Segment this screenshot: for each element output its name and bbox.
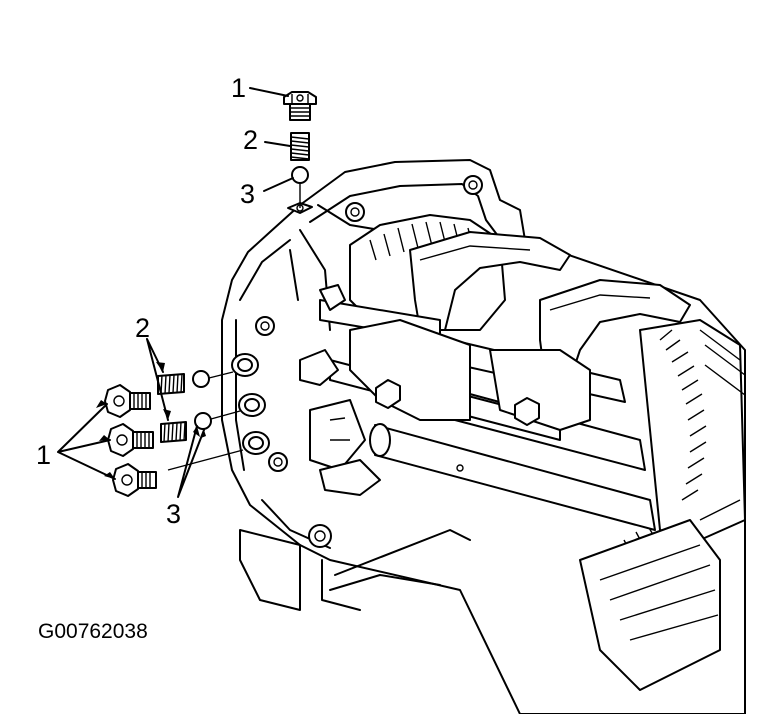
callout-top-ball: 3: [240, 179, 255, 209]
callout-side-springs: 2: [135, 313, 150, 343]
spring-icon: [290, 132, 310, 161]
ball-icon: [192, 370, 210, 388]
shift-forks: [409, 231, 691, 381]
spring-icon: [157, 373, 185, 395]
side-detent-parts: [104, 370, 244, 497]
callout-top-spring: 2: [243, 125, 258, 155]
callout-top-plug: 1: [231, 73, 246, 103]
transmission-housing: [221, 159, 746, 714]
side-detent-bores: [231, 353, 270, 455]
ball-icon: [194, 412, 212, 430]
plug-icon: [104, 384, 151, 418]
plug-icon: [107, 423, 154, 457]
plug-icon: [283, 91, 317, 121]
ball-icon: [291, 166, 309, 184]
callout-side-balls: 3: [166, 499, 181, 529]
top-detent-parts: [283, 91, 317, 208]
figure-id: G00762038: [38, 620, 148, 643]
leader-lines: [57, 87, 294, 498]
callout-side-plugs: 1: [36, 440, 51, 470]
ring-gear: [639, 319, 746, 541]
spring-icon: [160, 421, 187, 443]
plug-icon: [112, 463, 157, 497]
